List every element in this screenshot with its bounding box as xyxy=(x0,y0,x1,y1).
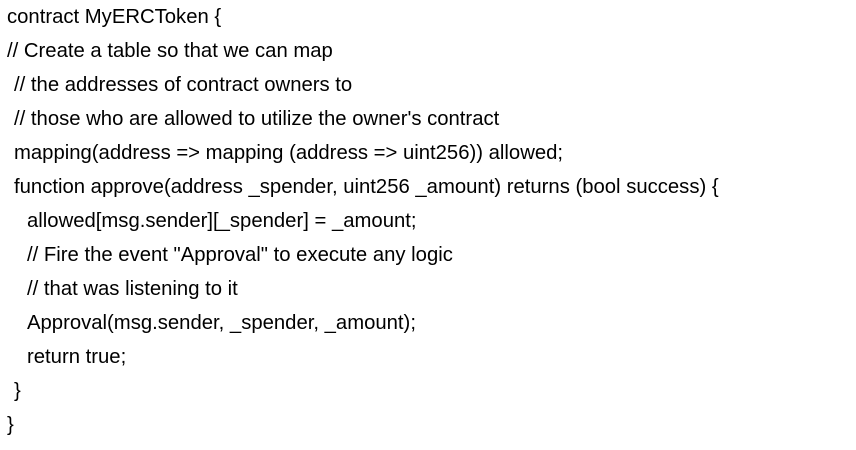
code-line-return: return true; xyxy=(27,346,127,368)
code-line-comment-fire-event: // Fire the event "Approval" to execute … xyxy=(27,244,453,266)
code-line-comment-addresses: // the addresses of contract owners to xyxy=(14,74,353,96)
code-line-comment-create-table: // Create a table so that we can map xyxy=(7,40,333,62)
code-line-mapping: mapping(address => mapping (address => u… xyxy=(14,142,564,164)
code-line-comment-listening: // that was listening to it xyxy=(27,278,238,300)
code-line-approval-call: Approval(msg.sender, _spender, _amount); xyxy=(27,312,416,334)
code-line-function-close: } xyxy=(14,380,21,402)
code-line-comment-allowed: // those who are allowed to utilize the … xyxy=(14,108,500,130)
code-line-contract-close: } xyxy=(7,414,14,436)
code-line-contract-declaration: contract MyERCToken { xyxy=(7,6,222,28)
code-line-function-approve: function approve(address _spender, uint2… xyxy=(14,176,719,198)
code-line-allowed-assignment: allowed[msg.sender][_spender] = _amount; xyxy=(27,210,417,232)
